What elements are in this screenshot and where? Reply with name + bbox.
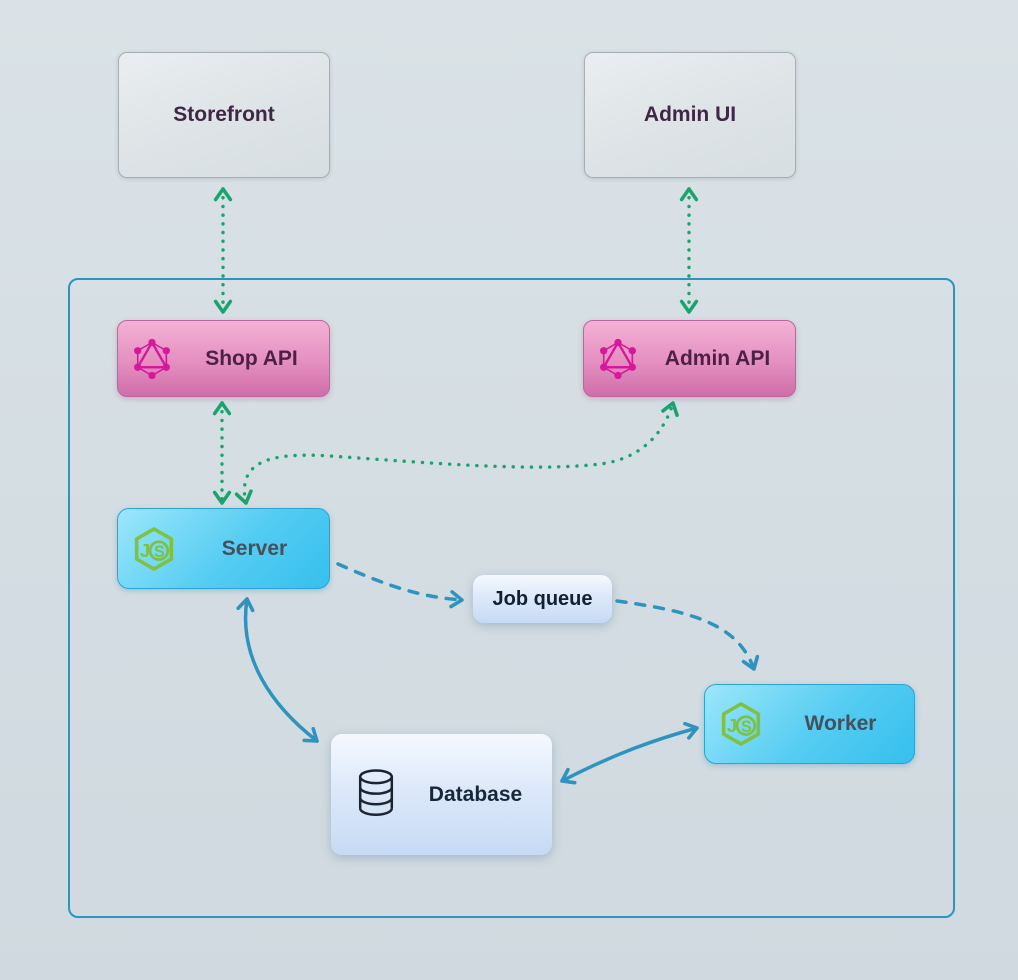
nodejs-icon: J S <box>128 523 180 575</box>
node-database: Database <box>331 734 552 855</box>
node-job-queue-label: Job queue <box>492 587 593 610</box>
node-worker: J S Worker <box>704 684 915 764</box>
node-storefront: Storefront <box>118 52 330 178</box>
svg-text:J: J <box>140 540 150 561</box>
node-storefront-label: Storefront <box>173 103 275 126</box>
node-admin-api: Admin API <box>583 320 796 397</box>
svg-text:S: S <box>741 718 752 736</box>
node-worker-label: Worker <box>804 712 877 735</box>
node-server-label: Server <box>221 536 288 560</box>
node-admin-api-label: Admin API <box>664 346 771 370</box>
svg-text:J: J <box>727 715 737 736</box>
node-shop-api-label: Shop API <box>205 346 298 370</box>
server-boundary-frame <box>68 278 955 918</box>
svg-text:S: S <box>154 543 165 561</box>
node-job-queue: Job queue <box>473 575 612 623</box>
database-icon <box>353 766 399 824</box>
node-admin-ui-label: Admin UI <box>643 103 737 126</box>
node-server: J S Server <box>117 508 330 589</box>
node-shop-api: Shop API <box>117 320 330 397</box>
graphql-icon <box>596 337 640 381</box>
graphql-icon <box>130 337 174 381</box>
nodejs-icon: J S <box>715 698 767 750</box>
node-database-label: Database <box>428 782 523 806</box>
node-admin-ui: Admin UI <box>584 52 796 178</box>
